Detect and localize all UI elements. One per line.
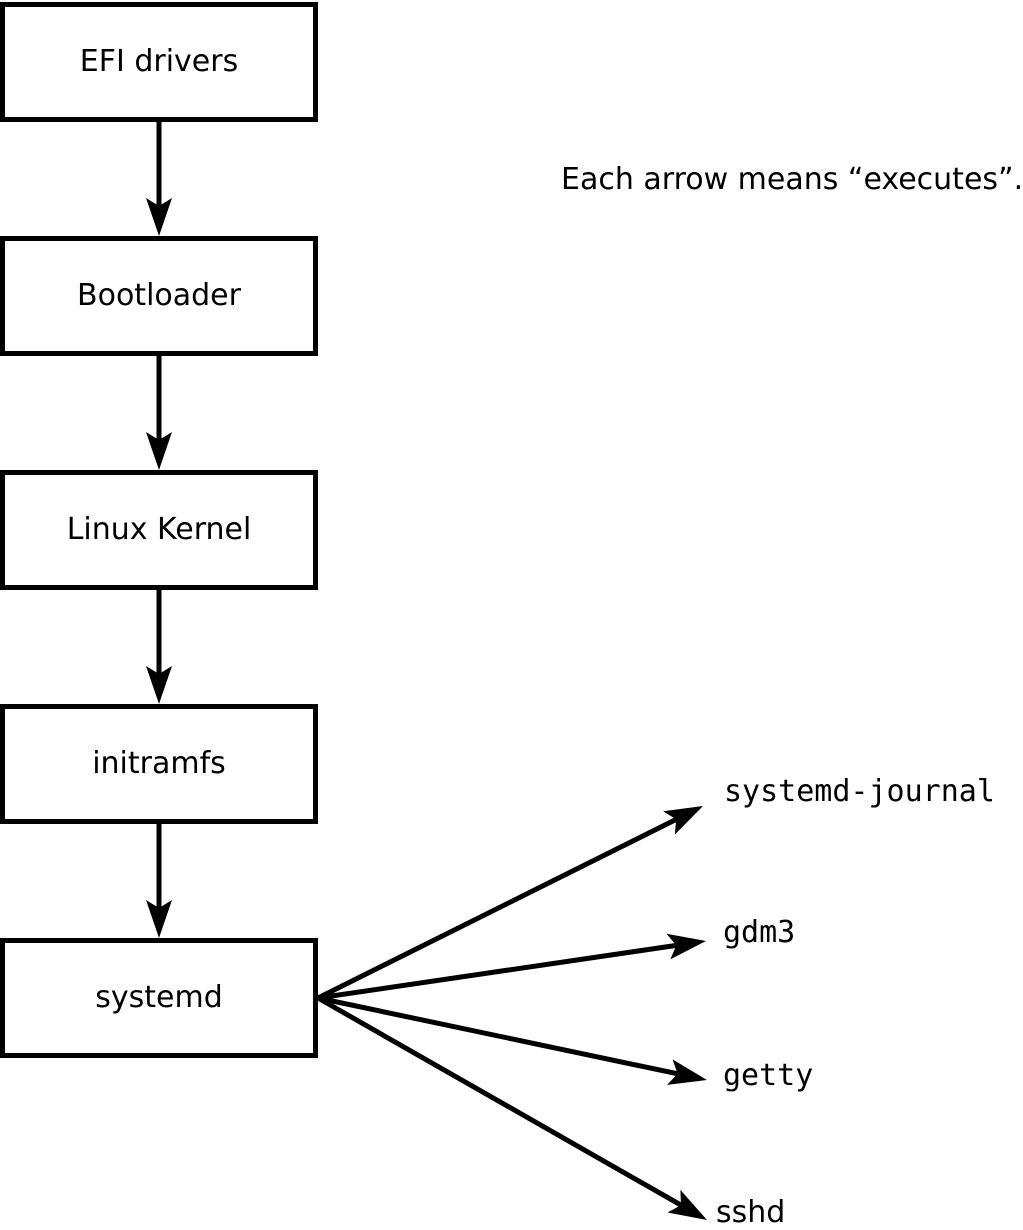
node-linux-kernel-label: Linux Kernel [66, 512, 252, 547]
arrow-initramfs-to-systemd [146, 824, 172, 938]
arrow-systemd-to-systemd-journal [316, 806, 703, 1001]
node-efi-drivers-label: EFI drivers [79, 44, 239, 79]
arrow-systemd-to-gdm3 [317, 933, 706, 1001]
arrow-kernel-to-initramfs [146, 590, 172, 704]
node-systemd-label: systemd [95, 980, 223, 1015]
target-label-systemd-journal: systemd-journal [724, 774, 995, 809]
arrow-systemd-to-sshd [316, 995, 707, 1220]
arrow-bootloader-to-kernel [146, 356, 172, 470]
node-bootloader-label: Bootloader [77, 278, 241, 313]
node-bootloader: Bootloader [0, 236, 318, 356]
node-efi-drivers: EFI drivers [0, 2, 318, 122]
node-initramfs-label: initramfs [92, 746, 226, 781]
arrow-systemd-to-getty [317, 995, 707, 1085]
node-systemd: systemd [0, 938, 318, 1058]
target-label-gdm3: gdm3 [723, 915, 796, 950]
target-label-getty: getty [723, 1058, 814, 1093]
target-label-sshd: sshd [716, 1195, 786, 1230]
annotation-arrow-meaning: Each arrow means “executes”. [561, 162, 1023, 197]
arrow-efi-to-bootloader [146, 122, 172, 236]
node-initramfs: initramfs [0, 704, 318, 824]
node-linux-kernel: Linux Kernel [0, 470, 318, 590]
